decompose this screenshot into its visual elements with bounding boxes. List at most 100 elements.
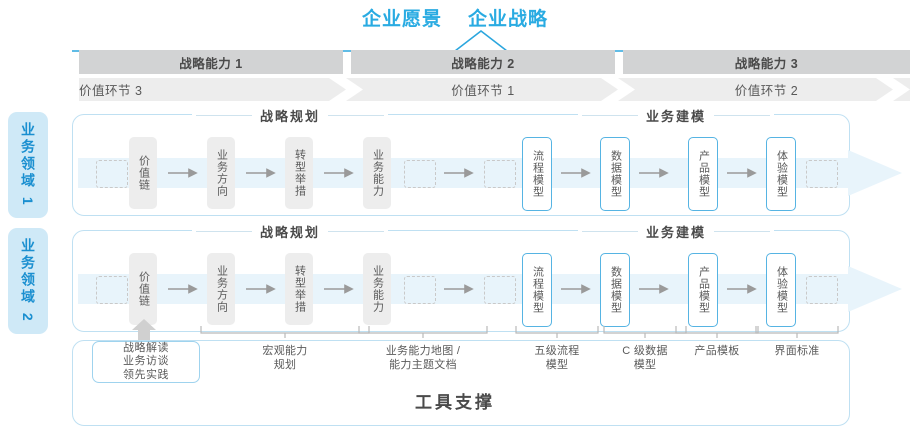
placeholder-box — [484, 276, 516, 304]
sidebar-label-domain-1: 业务领域 1 — [20, 122, 36, 208]
tool-highlight-box[interactable]: 战略解读 业务访谈 领先实践 — [92, 341, 200, 383]
tool-support-band — [72, 340, 850, 426]
capability-segment-1[interactable]: 战略能力 1 — [79, 50, 343, 74]
divider-line — [582, 114, 638, 116]
step-card-label: 产品模型 — [697, 150, 710, 198]
capability-bar-row: 战略能力 1 战略能力 2 战略能力 3 — [79, 50, 910, 74]
placeholder-box — [404, 276, 436, 304]
capability-segment-2[interactable]: 战略能力 2 — [351, 50, 615, 74]
arrow-right-icon — [727, 284, 757, 294]
tool-label-text: 业务能力地图 / 能力主题文档 — [385, 345, 461, 371]
arrow-right-icon — [561, 168, 591, 178]
chevron-notch-icon — [329, 78, 363, 101]
placeholder-box — [806, 160, 838, 188]
title-enterprise-vision: 企业愿景 — [361, 9, 442, 30]
step-card-label: 转型举措 — [293, 149, 306, 197]
bracket-connector-macro-capability — [200, 326, 370, 338]
step-card-1-8[interactable]: 体验模型 — [766, 137, 796, 211]
bracket-connector-product-template — [675, 326, 759, 338]
step-card-2-6[interactable]: 数据模型 — [600, 253, 630, 327]
step-card-2-7[interactable]: 产品模型 — [688, 253, 718, 327]
value-chain-segment-3[interactable]: 价值环节 3 — [79, 84, 143, 98]
step-card-2-8[interactable]: 体验模型 — [766, 253, 796, 327]
value-chain-segment-1[interactable]: 价值环节 1 — [451, 84, 515, 98]
capability-segment-3[interactable]: 战略能力 3 — [623, 50, 910, 74]
tool-label-process-model: 五级流程 模型 — [512, 345, 602, 372]
arrow-right-icon — [246, 284, 276, 294]
bracket-connector-data-model — [603, 326, 687, 338]
step-card-1-5[interactable]: 流程模型 — [522, 137, 552, 211]
placeholder-box — [96, 160, 128, 188]
tool-label-text: 界面标准 — [774, 345, 820, 357]
divider-line — [714, 230, 771, 232]
tool-label-data-model: C 级数据 模型 — [600, 345, 690, 372]
chevron-notch-icon — [601, 78, 635, 101]
section-text: 战略规划 — [260, 224, 321, 240]
divider-line — [582, 230, 638, 232]
tool-label-text: 五级流程 模型 — [534, 345, 580, 371]
step-card-1-4[interactable]: 业务能力 — [363, 137, 391, 209]
section-text: 业务建模 — [646, 224, 707, 240]
value-chain-background — [79, 78, 910, 101]
placeholder-box — [484, 160, 516, 188]
section-label-business-modeling-2: 业务建模 — [578, 223, 775, 240]
step-card-1-7[interactable]: 产品模型 — [688, 137, 718, 211]
section-text: 业务建模 — [646, 108, 707, 124]
tool-support-title: 工具支撑 — [415, 393, 495, 412]
tool-label-macro-capability: 宏观能力 规划 — [225, 345, 345, 372]
step-card-2-4[interactable]: 业务能力 — [363, 253, 391, 325]
divider-line — [196, 114, 252, 116]
chevron-notch-icon — [876, 78, 910, 101]
bracket-connector-process-model — [515, 326, 599, 338]
step-card-label: 体验模型 — [775, 266, 788, 314]
divider-line — [328, 114, 385, 116]
tool-highlight-label: 战略解读 业务访谈 领先实践 — [123, 341, 169, 381]
step-card-label: 流程模型 — [531, 266, 544, 314]
section-text: 战略规划 — [260, 108, 321, 124]
step-card-1-6[interactable]: 数据模型 — [600, 137, 630, 211]
arrow-right-icon — [168, 284, 198, 294]
sidebar-label-domain-2: 业务领域 2 — [20, 238, 36, 324]
tool-label-ui-standard: 界面标准 — [752, 345, 842, 359]
arrow-right-icon — [246, 168, 276, 178]
arrow-right-icon — [727, 168, 757, 178]
arrow-right-icon — [639, 284, 669, 294]
step-card-1-1[interactable]: 价值链 — [129, 137, 157, 209]
value-chain-segment-2[interactable]: 价值环节 2 — [734, 84, 799, 98]
step-card-1-3[interactable]: 转型举措 — [285, 137, 313, 209]
arrow-right-icon — [324, 168, 354, 178]
arrow-up-icon — [132, 319, 156, 342]
sidebar-item-domain-1[interactable]: 业务领域 1 — [8, 112, 48, 218]
arrow-right-icon — [324, 284, 354, 294]
step-card-2-2[interactable]: 业务方向 — [207, 253, 235, 325]
tool-label-capability-map: 业务能力地图 / 能力主题文档 — [355, 345, 491, 372]
placeholder-box — [806, 276, 838, 304]
bracket-connector-ui-standard — [755, 326, 839, 338]
section-label-strategy-planning-2: 战略规划 — [192, 223, 389, 240]
step-card-label: 业务方向 — [215, 149, 228, 197]
step-card-1-2[interactable]: 业务方向 — [207, 137, 235, 209]
step-card-label: 流程模型 — [531, 150, 544, 198]
step-card-label: 数据模型 — [609, 266, 622, 314]
title-enterprise-strategy: 企业战略 — [468, 9, 549, 30]
header-titles: 企业愿景 企业战略 — [0, 4, 910, 31]
tool-label-text: C 级数据 模型 — [622, 345, 668, 371]
step-card-label: 体验模型 — [775, 150, 788, 198]
step-card-2-5[interactable]: 流程模型 — [522, 253, 552, 327]
tool-label-text: 产品模板 — [694, 345, 740, 357]
step-card-label: 转型举措 — [293, 265, 306, 313]
step-card-2-1[interactable]: 价值链 — [129, 253, 157, 325]
placeholder-box — [404, 160, 436, 188]
step-card-label: 业务能力 — [371, 149, 384, 197]
arrow-right-icon — [561, 284, 591, 294]
section-label-strategy-planning-1: 战略规划 — [192, 107, 389, 124]
value-chain-row: 价值环节 1 价值环节 2 价值环节 3 — [79, 78, 910, 101]
step-card-label: 业务方向 — [215, 265, 228, 313]
step-card-label: 价值链 — [137, 155, 150, 191]
step-card-label: 价值链 — [137, 271, 150, 307]
sidebar-item-domain-2[interactable]: 业务领域 2 — [8, 228, 48, 334]
tool-label-text: 宏观能力 规划 — [262, 345, 308, 371]
divider-line — [196, 230, 252, 232]
step-card-2-3[interactable]: 转型举措 — [285, 253, 313, 325]
